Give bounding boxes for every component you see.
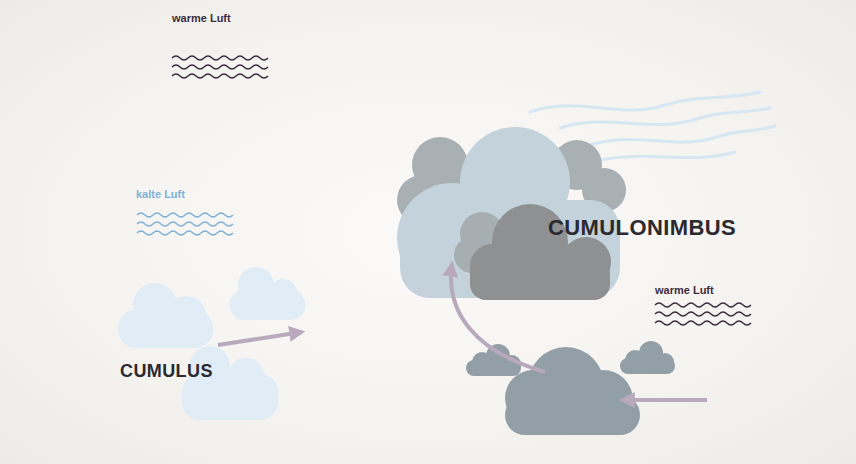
wave-line — [655, 303, 751, 307]
cloud-base — [230, 290, 305, 320]
wind-line — [530, 92, 760, 112]
drift-arrow — [218, 332, 302, 345]
air-mass-label: kalte Luft — [136, 188, 185, 200]
wave-line — [655, 321, 751, 325]
air-mass-label: warme Luft — [172, 12, 231, 24]
wind-line — [600, 152, 735, 160]
warm-air-waves — [655, 303, 751, 325]
cloud-type-label: CUMULUS — [120, 361, 213, 382]
cold-air-waves — [137, 213, 233, 235]
wave-line — [172, 74, 268, 78]
rising-cloud — [505, 347, 640, 435]
inflow-arrow — [622, 398, 707, 402]
cloud-base — [470, 258, 610, 300]
wave-line — [172, 56, 268, 60]
small-cloud — [466, 344, 521, 376]
wave-line — [137, 213, 233, 217]
warm-air-waves — [172, 56, 268, 78]
wind-line — [590, 126, 775, 145]
cloud-outline — [110, 260, 310, 425]
cloud-type-label: CUMULONIMBUS — [548, 215, 736, 241]
cumulus-cloud: CUMULUS — [110, 260, 310, 425]
wind-line — [560, 108, 770, 128]
wave-line — [172, 65, 268, 69]
wave-line — [137, 231, 233, 235]
updraft-arrow — [451, 264, 545, 372]
air-mass-label: warme Luft — [655, 284, 714, 296]
wave-line — [655, 312, 751, 316]
cloud-base — [118, 310, 213, 348]
cumulonimbus-cloud: CUMULONIMBUS — [395, 125, 760, 305]
wave-line — [137, 222, 233, 226]
small-cloud — [620, 341, 675, 374]
